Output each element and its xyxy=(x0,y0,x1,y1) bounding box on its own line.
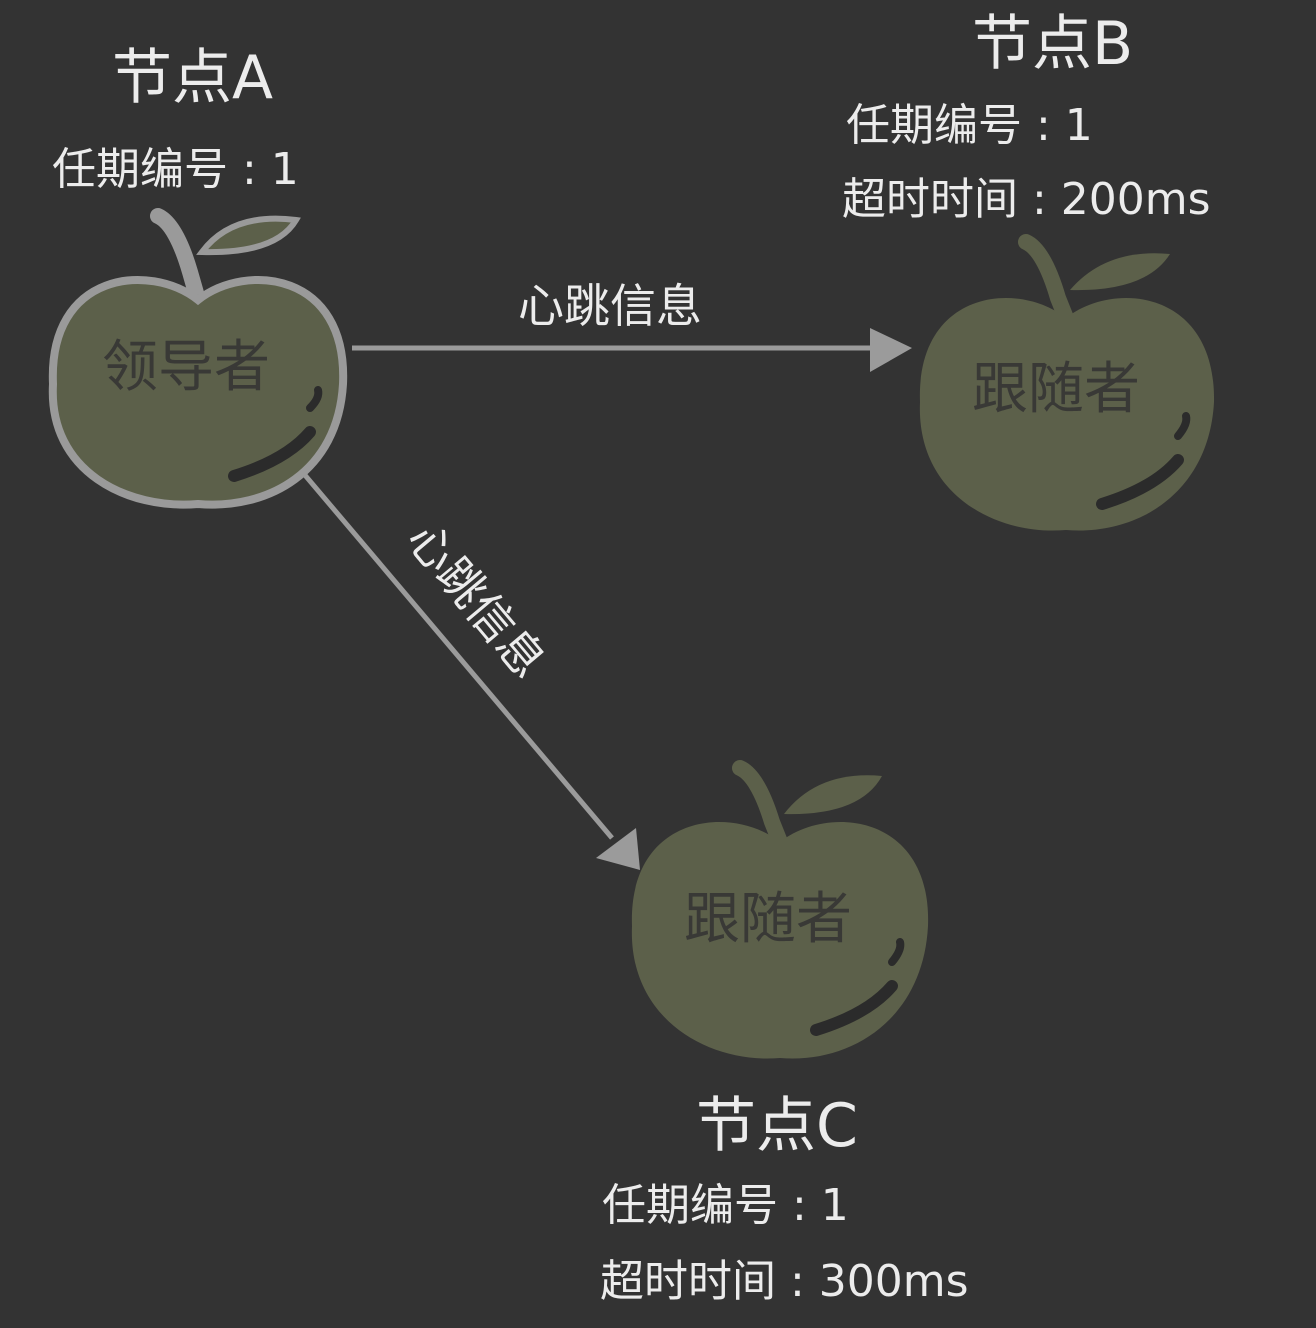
node-b-timeout: 超时时间 : 200ms xyxy=(842,174,1211,225)
edge-a-to-c-line xyxy=(302,472,614,840)
apple-a-highlight xyxy=(228,426,316,482)
edge-a-to-b-arrowhead xyxy=(870,328,912,372)
apple-c-highlight xyxy=(810,980,898,1036)
apple-b-highlight-small xyxy=(1174,412,1191,440)
apple-c-leaf xyxy=(784,775,882,815)
apple-c-highlight-small xyxy=(888,938,905,966)
edge-a-to-c-label: 心跳信息 xyxy=(397,512,557,688)
apple-a-body xyxy=(48,276,348,509)
edge-a-to-b: 心跳信息 xyxy=(352,279,912,372)
apple-b: 跟随者 xyxy=(919,234,1215,531)
apple-a-leaf xyxy=(196,215,301,256)
apple-c: 跟随者 xyxy=(631,760,929,1059)
apple-a-role: 领导者 xyxy=(102,335,270,400)
node-b: 节点B 任期编号 : 1 超时时间 : 200ms 跟随者 xyxy=(842,9,1215,531)
node-c-timeout: 超时时间 : 300ms xyxy=(600,1256,969,1307)
node-c-title: 节点C xyxy=(696,1091,858,1161)
node-a-title: 节点A xyxy=(112,43,273,113)
node-a: 节点A 任期编号 : 1 领导者 xyxy=(48,43,348,509)
edge-a-to-b-label: 心跳信息 xyxy=(518,279,702,333)
apple-b-highlight xyxy=(1096,454,1184,510)
apple-c-body xyxy=(631,822,929,1059)
apple-a-highlight-small xyxy=(306,386,323,412)
apple-b-leaf xyxy=(1070,253,1170,291)
apple-a: 领导者 xyxy=(48,208,348,509)
node-c-term: 任期编号 : 1 xyxy=(602,1180,849,1231)
apple-c-role: 跟随者 xyxy=(684,887,852,952)
apple-b-body xyxy=(919,298,1215,531)
node-a-term: 任期编号 : 1 xyxy=(52,144,299,195)
node-c: 跟随者 节点C 任期编号 : 1 超时时间 : 300ms xyxy=(600,760,969,1307)
edge-a-to-c-arrowhead xyxy=(596,828,640,870)
apple-c-stem xyxy=(732,760,788,850)
apple-b-role: 跟随者 xyxy=(972,357,1140,422)
edge-a-to-c: 心跳信息 xyxy=(302,472,640,870)
node-b-title: 节点B xyxy=(972,9,1133,79)
apple-a-stem xyxy=(150,208,206,308)
apple-b-stem xyxy=(1018,234,1074,326)
node-b-term: 任期编号 : 1 xyxy=(846,100,1093,151)
